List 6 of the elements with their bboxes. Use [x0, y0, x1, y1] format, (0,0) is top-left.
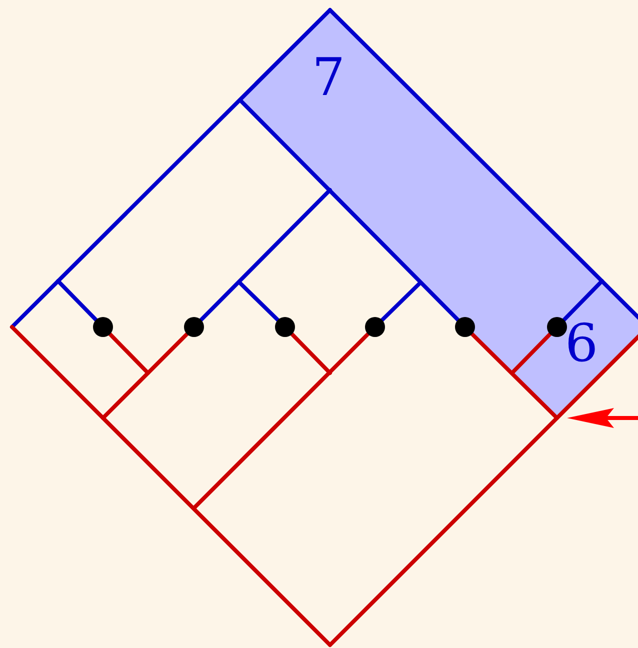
leaf-dot [275, 317, 295, 337]
region-number: 6 [565, 318, 598, 370]
leaf-dot [184, 317, 204, 337]
leaf-dot [93, 317, 113, 337]
region-number: 7 [312, 52, 346, 104]
leaf-dot [365, 317, 385, 337]
